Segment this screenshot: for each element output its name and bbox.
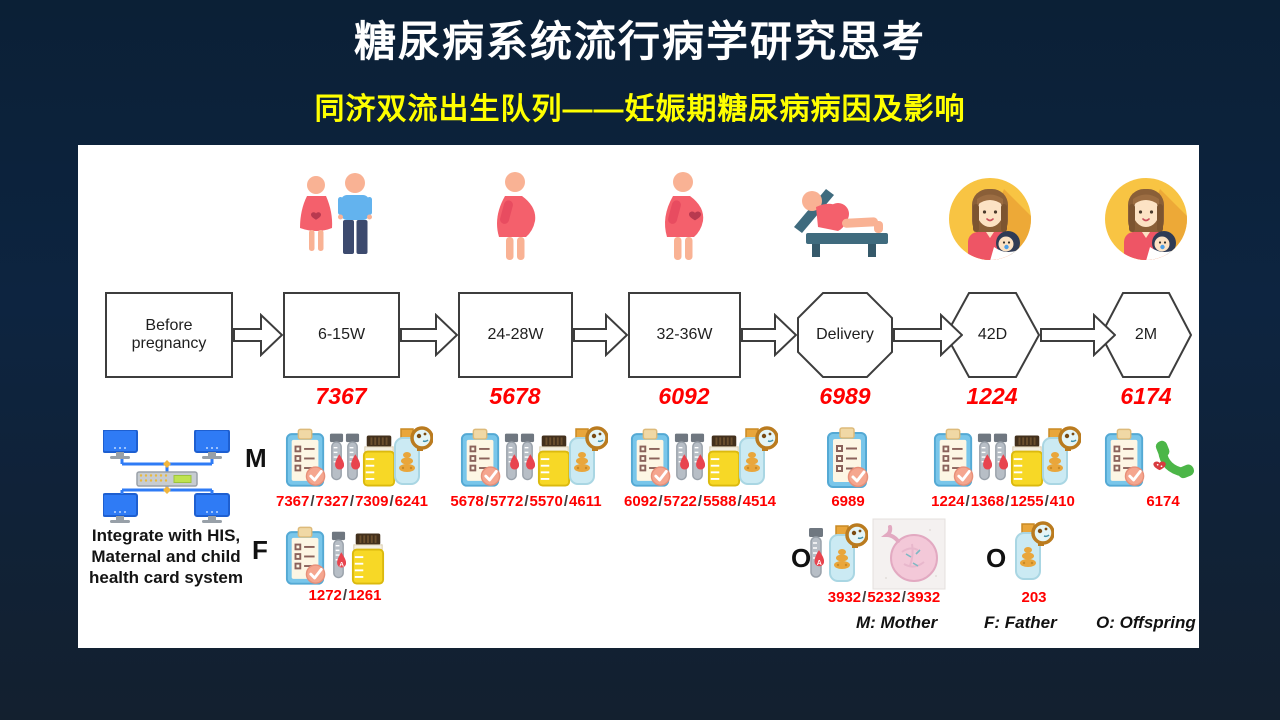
integration-note-line: Integrate with HIS,	[91, 526, 241, 545]
father-row-label: F	[252, 535, 268, 565]
flow-arrow-icon	[573, 313, 628, 357]
questionnaire-icon	[285, 428, 327, 488]
father-sample-count: 1272/1261	[308, 587, 382, 604]
offspring-sample-count: 203	[1021, 589, 1047, 606]
offspring-row-label: O	[791, 543, 812, 573]
stage-box-delivery: Delivery	[797, 292, 893, 378]
father-sample-icons	[285, 526, 385, 586]
blood-tube-icon	[329, 433, 344, 481]
page-subtitle: 同济双流出生队列——妊娠期糖尿病病因及影响	[314, 93, 966, 126]
cord-blood-tube-icon	[809, 528, 824, 577]
pregnant-woman-icon	[489, 171, 547, 263]
stage-box-2m: 2M	[1100, 292, 1192, 378]
placenta-icon	[872, 518, 946, 590]
couple-icon	[295, 172, 385, 262]
stage-box-before-pregnancy: Before pregnancy	[105, 292, 233, 378]
stage-label: Before pregnancy	[131, 317, 207, 352]
mother-baby-icon	[948, 177, 1032, 261]
enrollment-count: 6989	[819, 383, 871, 409]
offspring-row-label: O	[986, 543, 1007, 573]
mother-sample-count: 5678/5772/5570/4611	[450, 493, 602, 510]
offspring-sample-icons	[1014, 521, 1054, 581]
octagon-shape	[797, 292, 893, 378]
mother-sample-count: 6092/5722/5588/4514	[623, 493, 776, 510]
his-network-icon	[103, 430, 231, 526]
page-title: 糖尿病系统流行病学研究思考	[353, 18, 926, 65]
flow-arrow-icon	[1040, 313, 1116, 357]
mother-row-label: M	[245, 443, 267, 473]
stage-label: 6-15W	[317, 326, 366, 343]
flow-arrow-icon	[741, 313, 797, 357]
legend-mother: M: Mother	[856, 613, 938, 632]
mother-sample-count: 6174	[1146, 493, 1180, 510]
stage-label: Delivery	[816, 326, 874, 343]
delivery-bed-icon	[782, 181, 894, 263]
legend-father: F: Father	[984, 613, 1057, 632]
enrollment-count: 1224	[966, 383, 1018, 409]
blood-tube-icon	[345, 433, 360, 481]
mother-sample-icons	[630, 426, 778, 488]
questionnaire-icon	[826, 427, 869, 489]
stool-sample-icon	[393, 426, 433, 486]
questionnaire-icon	[285, 526, 327, 586]
urine-sample-icon	[362, 435, 396, 487]
mother-sample-icons	[933, 426, 1081, 488]
stage-box-24-28w: 24-28W	[458, 292, 573, 378]
blood-tube-icon	[332, 532, 346, 578]
stage-box-6-15w: 6-15W	[283, 292, 400, 378]
phone-follow-up-icon	[1153, 439, 1195, 479]
enrollment-count: 6092	[658, 383, 710, 409]
flow-arrow-icon	[400, 313, 458, 357]
mother-sample-count: 6989	[831, 493, 865, 510]
content-panel: Before pregnancy 6-15W 24-28W 32-36W Del…	[78, 145, 1199, 648]
questionnaire-icon	[1104, 428, 1146, 488]
flow-arrow-icon	[893, 313, 963, 357]
enrollment-count: 5678	[489, 383, 541, 409]
pregnant-woman-heart-icon	[657, 171, 715, 263]
integration-note-line: health card system	[88, 568, 243, 587]
urine-sample-icon	[351, 533, 385, 585]
stool-sample-icon	[1014, 521, 1054, 581]
stage-label: 24-28W	[487, 326, 544, 343]
stool-sample-icon	[828, 523, 868, 583]
integration-note-line: Maternal and child	[91, 547, 241, 566]
stage-label: 42D	[977, 326, 1008, 343]
stage-label: 2M	[1134, 326, 1158, 343]
enrollment-count: 6174	[1120, 383, 1172, 409]
flow-arrow-icon	[233, 313, 283, 357]
mother-sample-count: 7367/7327/7309/6241	[275, 493, 428, 510]
mother-sample-icons	[826, 427, 869, 489]
mother-baby-icon	[1104, 177, 1188, 261]
mother-sample-icons	[1104, 428, 1200, 488]
offspring-sample-count: 3932/5232/3932	[827, 589, 941, 606]
stage-label: 32-36W	[656, 326, 713, 343]
stage-box-32-36w: 32-36W	[628, 292, 741, 378]
enrollment-count: 7367	[315, 383, 367, 409]
mother-sample-icons	[285, 426, 433, 488]
mother-sample-icons	[460, 426, 608, 488]
integration-note: Integrate with HIS, Maternal and child h…	[82, 525, 250, 588]
mother-sample-count: 1224/1368/1255/410	[931, 493, 1075, 510]
legend-offspring: O: Offspring	[1096, 613, 1196, 632]
offspring-sample-icons	[808, 518, 946, 590]
